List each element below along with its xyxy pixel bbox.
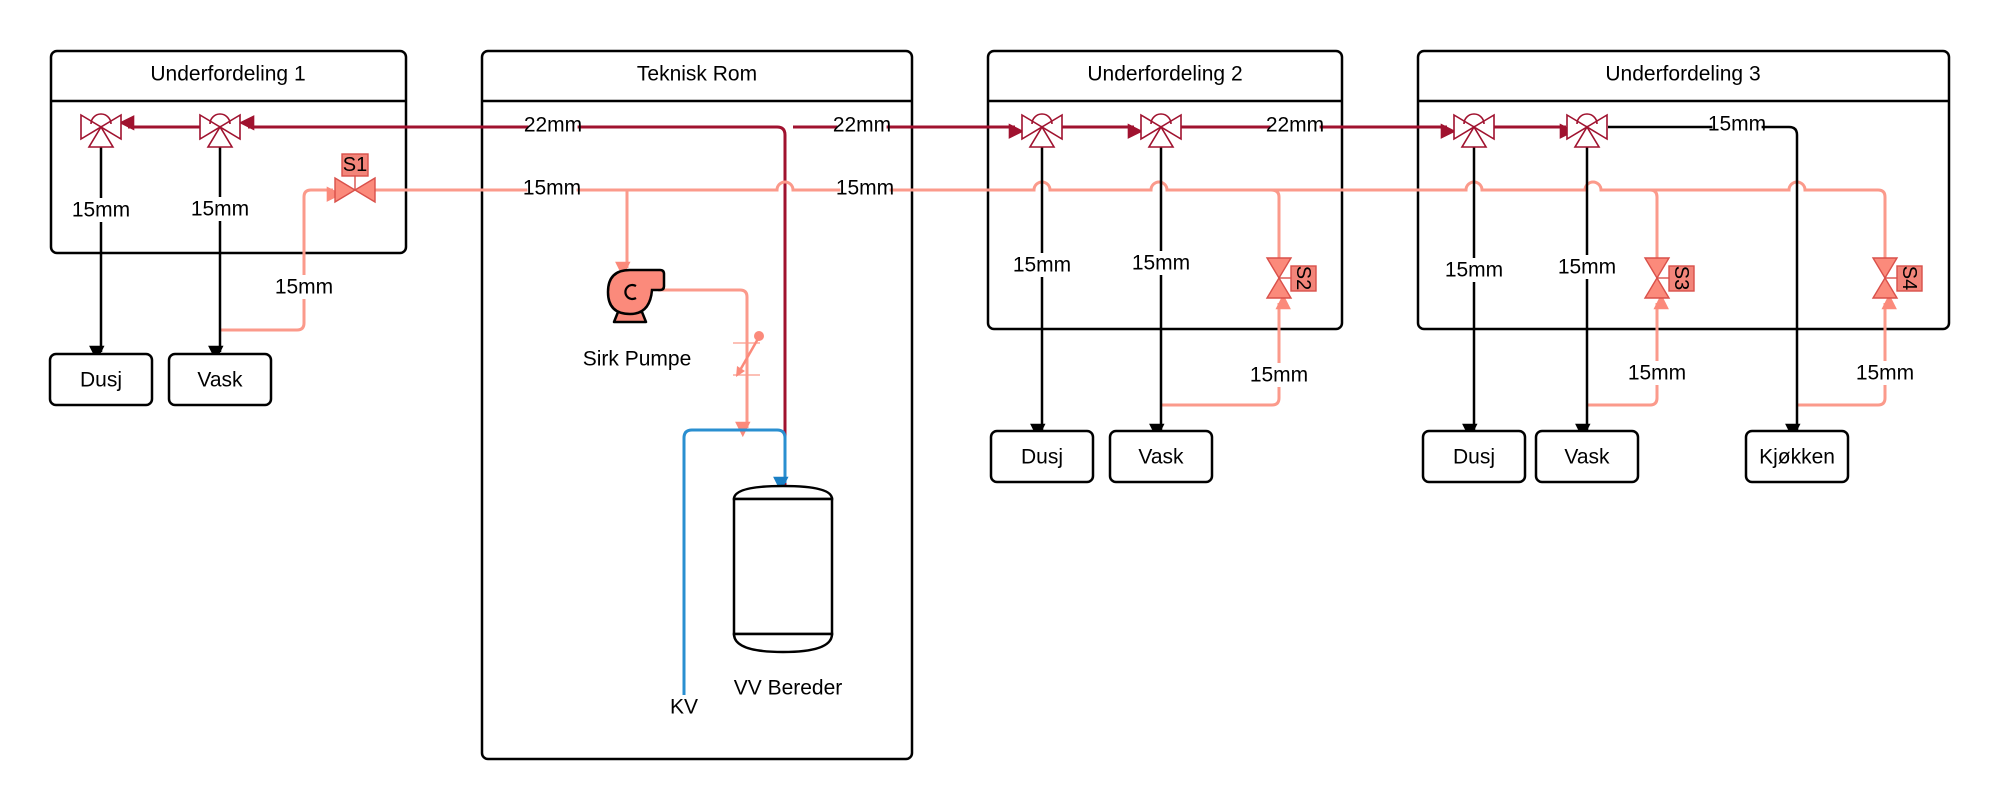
pipe-labels: 22mm 22mm 22mm 15mm 15mm 15mm 15mm 15mm 15mm 15mm… bbox=[72, 112, 1914, 387]
valve-tag-s4: S4 bbox=[1898, 266, 1920, 290]
pipe-label-hot-uf2-uf3: 22mm bbox=[1266, 113, 1324, 137]
balancing-valve-s3[interactable]: S3 bbox=[1643, 257, 1695, 299]
fixture-label: Vask bbox=[1564, 446, 1610, 469]
fixture-uf3-kjokken[interactable]: Kjøkken bbox=[1744, 429, 1850, 484]
pipe-label-hot-main-west: 22mm bbox=[524, 113, 582, 137]
container-title: Underfordeling 1 bbox=[150, 63, 305, 86]
balancing-valve-s2[interactable]: S2 bbox=[1265, 257, 1317, 299]
container-title: Underfordeling 2 bbox=[1087, 63, 1242, 86]
pipe-label-uf3-dusj: 15mm bbox=[1445, 258, 1503, 282]
svg-text:15mm: 15mm bbox=[72, 199, 130, 222]
circulation-main bbox=[375, 180, 1887, 258]
fixture-uf1-vask[interactable]: Vask bbox=[167, 352, 273, 407]
valve-tag-s1: S1 bbox=[343, 154, 367, 176]
pipe-label-uf1-dusj: 15mm bbox=[72, 198, 130, 222]
svg-text:22mm: 22mm bbox=[524, 114, 582, 137]
fixture-label: Kjøkken bbox=[1759, 446, 1835, 469]
svg-text:15mm: 15mm bbox=[836, 177, 894, 200]
fixture-label: Dusj bbox=[80, 369, 122, 392]
hot-riser-pipe bbox=[776, 125, 787, 485]
pipe-label-uf3-return-s3: 15mm bbox=[1628, 361, 1686, 385]
fixture-uf2-vask[interactable]: Vask bbox=[1108, 429, 1214, 484]
check-valve-icon bbox=[733, 331, 764, 377]
fixture-label: Dusj bbox=[1453, 446, 1495, 469]
uf2-return bbox=[1161, 293, 1291, 407]
uf2-valve-vask-icon[interactable] bbox=[1140, 113, 1182, 148]
uf3-kjokken-pipe bbox=[1608, 125, 1801, 440]
pipe-label-circ-east: 15mm bbox=[836, 176, 894, 200]
fixture-uf3-dusj[interactable]: Dusj bbox=[1421, 429, 1527, 484]
container-title: Underfordeling 3 bbox=[1605, 63, 1760, 86]
cold-water-pipes bbox=[682, 428, 789, 695]
uf3-return-s3 bbox=[1587, 293, 1669, 407]
uf2-s2-drop bbox=[1270, 188, 1281, 258]
pipe-label-uf2-vask: 15mm bbox=[1132, 251, 1190, 275]
pipe-label-uf3-vask: 15mm bbox=[1558, 255, 1616, 279]
uf1-valve-vask-icon[interactable] bbox=[199, 113, 241, 148]
svg-text:15mm: 15mm bbox=[523, 177, 581, 200]
distribution-valves bbox=[80, 113, 1608, 148]
circulation-pipes bbox=[220, 180, 1897, 438]
svg-text:15mm: 15mm bbox=[191, 198, 249, 221]
svg-text:15mm: 15mm bbox=[1445, 259, 1503, 282]
fixture-label: Vask bbox=[1138, 446, 1184, 469]
balancing-valve-s4[interactable]: S4 bbox=[1871, 257, 1923, 299]
cold-water-label: KV bbox=[670, 696, 698, 719]
water-heater-tank[interactable]: VV Bereder bbox=[732, 484, 843, 700]
pipe-label-uf2-dusj: 15mm bbox=[1013, 253, 1071, 277]
fixture-uf3-vask[interactable]: Vask bbox=[1534, 429, 1640, 484]
pump-to-tank bbox=[658, 288, 751, 438]
svg-text:15mm: 15mm bbox=[1628, 362, 1686, 385]
svg-text:15mm: 15mm bbox=[1013, 254, 1071, 277]
pipe-label-circ-west: 15mm bbox=[523, 176, 581, 200]
svg-text:15mm: 15mm bbox=[1132, 252, 1190, 275]
fixture-label: Vask bbox=[197, 369, 243, 392]
balancing-valve-s1[interactable]: S1 bbox=[334, 153, 376, 204]
uf1-return bbox=[220, 186, 343, 332]
cold-water-inlet bbox=[682, 428, 789, 695]
svg-text:15mm: 15mm bbox=[1708, 113, 1766, 136]
tank-label: VV Bereder bbox=[734, 677, 843, 700]
valve-tag-s2: S2 bbox=[1292, 266, 1314, 290]
svg-text:15mm: 15mm bbox=[1250, 364, 1308, 387]
svg-text:22mm: 22mm bbox=[833, 114, 891, 137]
valve-tag-s3: S3 bbox=[1670, 266, 1692, 290]
fixture-pipes bbox=[89, 125, 1801, 440]
uf3-return-s4 bbox=[1797, 293, 1897, 407]
pipe-label-uf1-return: 15mm bbox=[275, 275, 333, 299]
fixture-uf2-dusj[interactable]: Dusj bbox=[989, 429, 1095, 484]
pipe-label-uf1-vask: 15mm bbox=[191, 197, 249, 221]
container-underfordeling-1: Underfordeling 1 bbox=[49, 49, 408, 255]
svg-text:15mm: 15mm bbox=[1856, 362, 1914, 385]
svg-text:15mm: 15mm bbox=[275, 276, 333, 299]
pipe-label-uf3-kjokken: 15mm bbox=[1708, 112, 1766, 136]
container-underfordeling-2: Underfordeling 2 bbox=[986, 49, 1344, 331]
circulation-pump-icon[interactable]: Sirk Pumpe bbox=[583, 268, 692, 371]
pump-label: Sirk Pumpe bbox=[583, 348, 692, 371]
fixture-uf1-dusj[interactable]: Dusj bbox=[48, 352, 154, 407]
svg-text:15mm: 15mm bbox=[1558, 256, 1616, 279]
svg-text:22mm: 22mm bbox=[1266, 114, 1324, 137]
container-title: Teknisk Rom bbox=[637, 63, 757, 86]
pipe-label-uf2-return: 15mm bbox=[1250, 363, 1308, 387]
container-teknisk-rom: Teknisk Rom bbox=[480, 49, 914, 761]
uf2-valve-dusj-icon[interactable] bbox=[1021, 113, 1063, 148]
uf1-valve-dusj-icon[interactable] bbox=[80, 113, 122, 148]
uf3-valve-vask-icon[interactable] bbox=[1566, 113, 1608, 148]
fixture-label: Dusj bbox=[1021, 446, 1063, 469]
uf3-valve-dusj-icon[interactable] bbox=[1453, 113, 1495, 148]
pipe-label-uf3-return-s4: 15mm bbox=[1856, 361, 1914, 385]
pipe-label-hot-main-east: 22mm bbox=[833, 113, 891, 137]
uf3-s3-drop bbox=[1649, 188, 1659, 258]
